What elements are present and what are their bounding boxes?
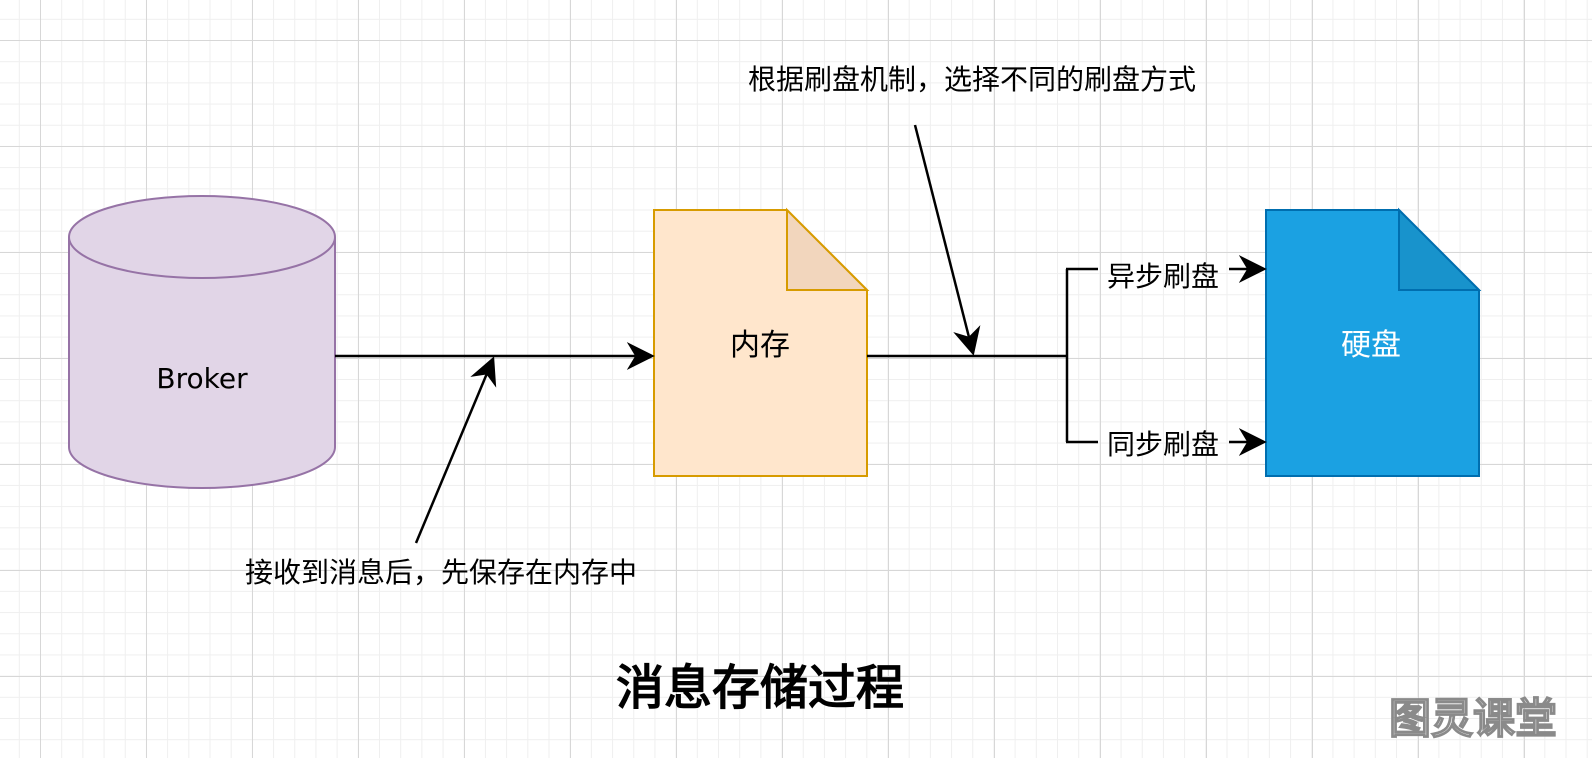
disk-node[interactable]: 硬盘 [1265,207,1482,477]
disk-label: 硬盘 [1341,328,1401,363]
disk-document-fold [1398,207,1482,291]
receive-message-note: 接收到消息后，先保存在内存中 [245,556,637,589]
receive-note-pointer-arrow [414,356,497,544]
flush-mechanism-note: 根据刷盘机制，选择不同的刷盘方式 [748,63,1196,96]
async-flush-label: 异步刷盘 [1107,260,1219,293]
broker-cylinder-body [68,237,336,489]
sync-flush-label: 同步刷盘 [1107,428,1219,461]
broker-cylinder-top [68,195,336,279]
memory-label: 内存 [730,328,790,363]
memory-node[interactable]: 内存 [653,207,870,477]
flush-note-pointer-arrow [913,124,981,356]
watermark-text: 图灵课堂 [1389,694,1557,743]
memory-document-fold [786,207,870,291]
broker-label: Broker [156,362,248,395]
broker-node[interactable]: Broker [68,195,336,489]
diagram-title: 消息存储过程 [616,660,904,716]
